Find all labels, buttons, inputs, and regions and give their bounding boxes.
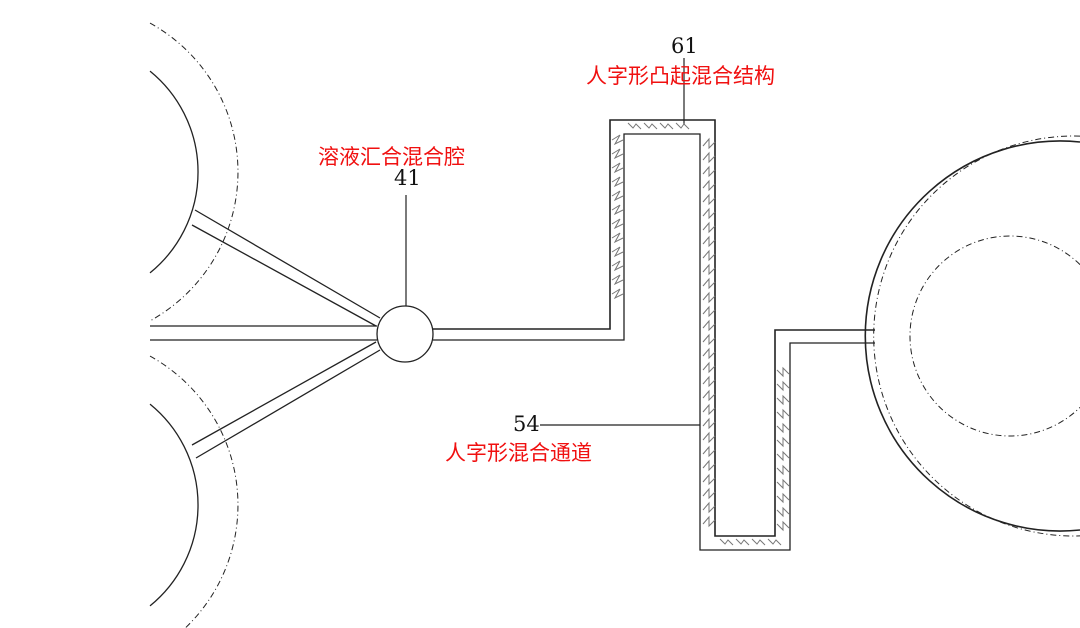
herringbone-chevron — [702, 263, 716, 276]
herringbone-chevron — [702, 137, 716, 150]
herringbone-chevron — [659, 122, 674, 130]
herringbone-chevron — [702, 207, 716, 220]
herringbone-chevron — [776, 492, 790, 504]
herringbone-chevron — [702, 305, 716, 318]
mixing-chamber-41 — [376, 305, 434, 363]
herringbone-chevron — [702, 417, 716, 430]
outlet-reservoir — [864, 135, 1080, 537]
herringbone-chevron — [735, 538, 750, 546]
herringbone-chevron — [611, 162, 624, 174]
herringbone-chevron — [611, 134, 624, 146]
herringbone-chevron — [611, 190, 624, 202]
herringbone-chevron — [611, 288, 624, 300]
herringbone-chevron — [702, 473, 716, 486]
herringbone-chevron — [702, 361, 716, 374]
herringbone-chevron — [719, 538, 734, 546]
herringbone-chevron — [776, 408, 790, 420]
ref-54-description: 人字形混合通道 — [445, 441, 592, 465]
herringbone-chevron — [702, 375, 716, 388]
herringbone-channel-54 — [433, 119, 875, 537]
herringbone-chevron — [702, 445, 716, 458]
herringbone-chevron — [702, 179, 716, 192]
herringbone-chevron — [611, 148, 624, 160]
herringbone-chevron — [611, 176, 624, 188]
herringbone-chevron — [702, 193, 716, 206]
herringbone-chevron — [776, 366, 790, 378]
ref-54: 54 — [513, 412, 540, 436]
herringbone-chevron — [751, 538, 766, 546]
herringbone-chevron — [776, 450, 790, 462]
herringbone-chevron — [776, 520, 790, 532]
herringbone-chevron — [702, 431, 716, 444]
herringbone-chevron — [643, 122, 658, 130]
upper-inlet-reservoir — [149, 22, 239, 322]
herringbone-chevron — [611, 218, 624, 230]
herringbone-chevron — [611, 260, 624, 272]
herringbone-chevron — [776, 436, 790, 448]
ref-61: 61 — [671, 34, 698, 58]
herringbone-chevron — [776, 506, 790, 518]
herringbone-chevron — [611, 232, 624, 244]
herringbone-chevron — [767, 538, 782, 546]
herringbone-chevron — [611, 274, 624, 286]
lower-inlet-reservoir — [149, 355, 239, 628]
inlet-channels — [150, 209, 381, 459]
herringbone-chevron — [776, 380, 790, 392]
herringbone-chevron — [702, 403, 716, 416]
herringbone-chevron — [776, 464, 790, 476]
herringbone-chevron — [611, 246, 624, 258]
herringbone-chevron — [702, 235, 716, 248]
ref-41: 41 — [394, 166, 421, 190]
herringbone-chevron — [675, 122, 690, 130]
herringbone-chevron — [776, 394, 790, 406]
herringbone-chevron — [702, 515, 716, 528]
herringbone-structures-61 — [611, 122, 790, 546]
herringbone-chevron — [702, 249, 716, 262]
herringbone-chevron — [702, 347, 716, 360]
herringbone-chevron — [702, 291, 716, 304]
herringbone-chevron — [611, 204, 624, 216]
herringbone-chevron — [627, 122, 642, 130]
herringbone-chevron — [702, 459, 716, 472]
herringbone-chevron — [702, 221, 716, 234]
herringbone-chevron — [702, 151, 716, 164]
herringbone-chevron — [702, 487, 716, 500]
ref-41-description: 溶液汇合混合腔 — [318, 145, 465, 169]
herringbone-chevron — [702, 277, 716, 290]
herringbone-chevron — [702, 389, 716, 402]
herringbone-chevron — [776, 478, 790, 490]
herringbone-chevron — [702, 333, 716, 346]
herringbone-chevron — [702, 319, 716, 332]
herringbone-chevron — [702, 501, 716, 514]
ref-61-description: 人字形凸起混合结构 — [586, 64, 775, 88]
herringbone-chevron — [776, 422, 790, 434]
herringbone-chevron — [702, 165, 716, 178]
